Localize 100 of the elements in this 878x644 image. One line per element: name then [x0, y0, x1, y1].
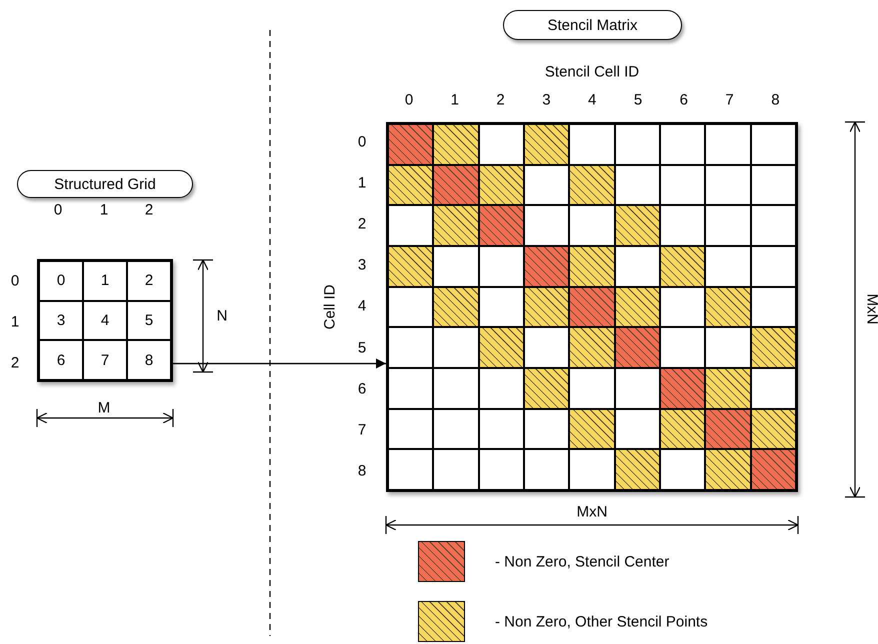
- matrix-cell: [614, 286, 660, 328]
- matrix-cell: [705, 124, 751, 165]
- matrix-cell: [569, 449, 615, 490]
- matrix-cell: [614, 449, 660, 490]
- matrix-cell: [750, 124, 796, 165]
- matrix-cell: [433, 327, 479, 368]
- matrix-cell: [388, 124, 434, 165]
- matrix-cell: [750, 286, 796, 328]
- matrix-cell: [433, 164, 479, 206]
- matrix-cell: [569, 164, 615, 206]
- row-number: 0: [358, 134, 366, 150]
- matrix-cell: [705, 449, 751, 490]
- grid-cell: 2: [127, 261, 171, 301]
- row-number: 0: [10, 272, 20, 290]
- matrix-cell: [524, 164, 570, 206]
- row-number: 5: [358, 339, 366, 356]
- matrix-cell: [478, 124, 524, 165]
- grid-cell: 8: [127, 340, 171, 380]
- column-number: 7: [725, 92, 734, 108]
- matrix-cell: [660, 124, 706, 165]
- column-number: 0: [54, 202, 62, 218]
- row-number: 2: [10, 354, 20, 372]
- matrix-cell: [705, 408, 751, 450]
- column-number: 5: [634, 92, 642, 108]
- matrix-cell: [478, 449, 524, 490]
- matrix-table: [386, 122, 798, 492]
- matrix-cell: [524, 449, 570, 490]
- matrix-cell: [614, 124, 660, 165]
- grid-cell: 6: [39, 340, 83, 380]
- matrix-cell: [388, 327, 434, 368]
- axis-title: Cell ID: [322, 284, 338, 330]
- column-number: 0: [404, 92, 414, 108]
- matrix-cell: [660, 246, 706, 287]
- grid-table: [37, 259, 173, 382]
- grid-cell: 4: [83, 300, 127, 340]
- column-number: 3: [542, 92, 551, 108]
- matrix-cell: [750, 327, 796, 368]
- axis-title: Stencil Cell ID: [544, 64, 640, 80]
- row-number: 6: [358, 380, 366, 398]
- matrix-cell: [660, 286, 706, 328]
- matrix-cell: [388, 408, 434, 450]
- matrix-cell: [388, 286, 434, 328]
- column-number: 4: [588, 92, 596, 108]
- matrix-cell: [569, 246, 615, 287]
- row-number: 1: [358, 174, 366, 192]
- dimension-label: MxN: [864, 294, 878, 324]
- matrix-cell: [433, 286, 479, 328]
- dimension-label: MxN: [576, 504, 608, 520]
- column-number: 2: [496, 92, 505, 108]
- grid-cell: 5: [127, 300, 171, 340]
- legend-text: - Non Zero, Other Stencil Points: [495, 614, 708, 630]
- matrix-cell: [478, 286, 524, 328]
- column-number: 2: [144, 202, 154, 218]
- grid-cell: 1: [83, 261, 127, 301]
- matrix-cell: [433, 449, 479, 490]
- matrix-cell: [705, 246, 751, 287]
- column-number: 8: [771, 92, 780, 108]
- matrix-cell: [524, 286, 570, 328]
- matrix-cell: [750, 408, 796, 450]
- row-number: 1: [10, 314, 20, 330]
- matrix-cell: [478, 327, 524, 368]
- matrix-cell: [569, 124, 615, 165]
- matrix-cell: [388, 246, 434, 287]
- matrix-cell: [524, 246, 570, 287]
- row-number: 4: [358, 298, 366, 315]
- matrix-cell: [478, 205, 524, 246]
- matrix-cell: [660, 449, 706, 490]
- matrix-cell: [433, 408, 479, 450]
- matrix-cell: [478, 164, 524, 206]
- matrix-cell: [705, 327, 751, 368]
- matrix-cell: [614, 205, 660, 246]
- matrix-cell: [750, 164, 796, 206]
- matrix-cell: [569, 327, 615, 368]
- column-number: 6: [680, 92, 688, 108]
- matrix-cell: [524, 124, 570, 165]
- matrix-cell: [433, 124, 479, 165]
- grid-cell: 3: [39, 300, 83, 340]
- matrix-cell: [569, 205, 615, 246]
- matrix-cell: [705, 286, 751, 328]
- matrix-cell: [388, 164, 434, 206]
- row-number: 7: [358, 421, 366, 438]
- matrix-cell: [478, 368, 524, 409]
- matrix-cell: [524, 205, 570, 246]
- matrix-cell: [705, 368, 751, 409]
- matrix-cell: [388, 205, 434, 246]
- matrix-cell: [569, 408, 615, 450]
- matrix-cell: [569, 368, 615, 409]
- grid-cell: 0: [39, 261, 83, 301]
- matrix-cell: [750, 205, 796, 246]
- matrix-cell: [524, 368, 570, 409]
- matrix-cell: [433, 368, 479, 409]
- matrix-cell: [660, 327, 706, 368]
- matrix-cell: [614, 368, 660, 409]
- matrix-cell: [614, 246, 660, 287]
- matrix-cell: [614, 408, 660, 450]
- column-number: 1: [450, 92, 459, 108]
- matrix-cell: [750, 246, 796, 287]
- matrix-cell: [433, 246, 479, 287]
- matrix-cell: [569, 286, 615, 328]
- column-number: 1: [100, 202, 108, 218]
